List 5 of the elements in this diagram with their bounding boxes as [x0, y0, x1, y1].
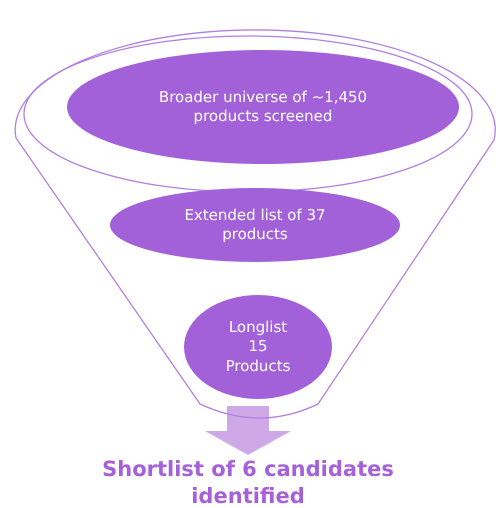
result-text: Shortlist of 6 candidates identified: [100, 456, 396, 508]
stage-ellipse: Longlist 15 Products: [184, 295, 332, 399]
stage-ellipse: Broader universe of ~1,450 products screened: [67, 50, 459, 164]
stage-ellipse: Extended list of 37 products: [110, 188, 400, 262]
block-arrow: [205, 406, 291, 455]
